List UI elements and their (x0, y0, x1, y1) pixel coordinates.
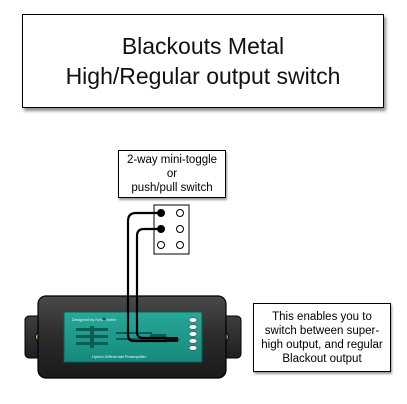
wire-a (126, 211, 170, 343)
switch-lug-4 (176, 225, 184, 233)
solder-pad-4 (188, 338, 198, 344)
pcb-board-text: Hybrid Differential Preamplifier (92, 354, 147, 359)
switch-label-line-3: push/pull switch (131, 182, 213, 194)
switch-lug-2 (176, 209, 184, 217)
solder-pad-1 (188, 317, 198, 323)
title-box: Blackouts Metal High/Regular output swit… (22, 14, 384, 108)
switch-lug-5 (157, 241, 165, 249)
pickup-pcb: Designed by Kevin Keller Hybrid Differen… (63, 311, 203, 363)
title-line-2: High/Regular output switch (65, 63, 341, 89)
switch-label-line-1: 2-way mini-toggle (126, 154, 218, 166)
title-line-1: Blackouts Metal (121, 33, 285, 59)
note-text: This enables you to switch between super… (261, 310, 383, 365)
solder-pad-5 (188, 345, 198, 351)
switch-label-line-2: or (166, 168, 178, 180)
solder-pad-3 (188, 331, 198, 337)
pcb-designer-text: Designed by Kevin Keller (72, 317, 117, 322)
switch-wires (126, 211, 170, 343)
switch-lug-6 (176, 241, 184, 249)
note-box: This enables you to switch between super… (253, 303, 391, 372)
solder-pad-2 (188, 324, 198, 330)
wire-b (135, 227, 170, 340)
switch-label-box: 2-way mini-toggle or push/pull switch (118, 150, 226, 198)
